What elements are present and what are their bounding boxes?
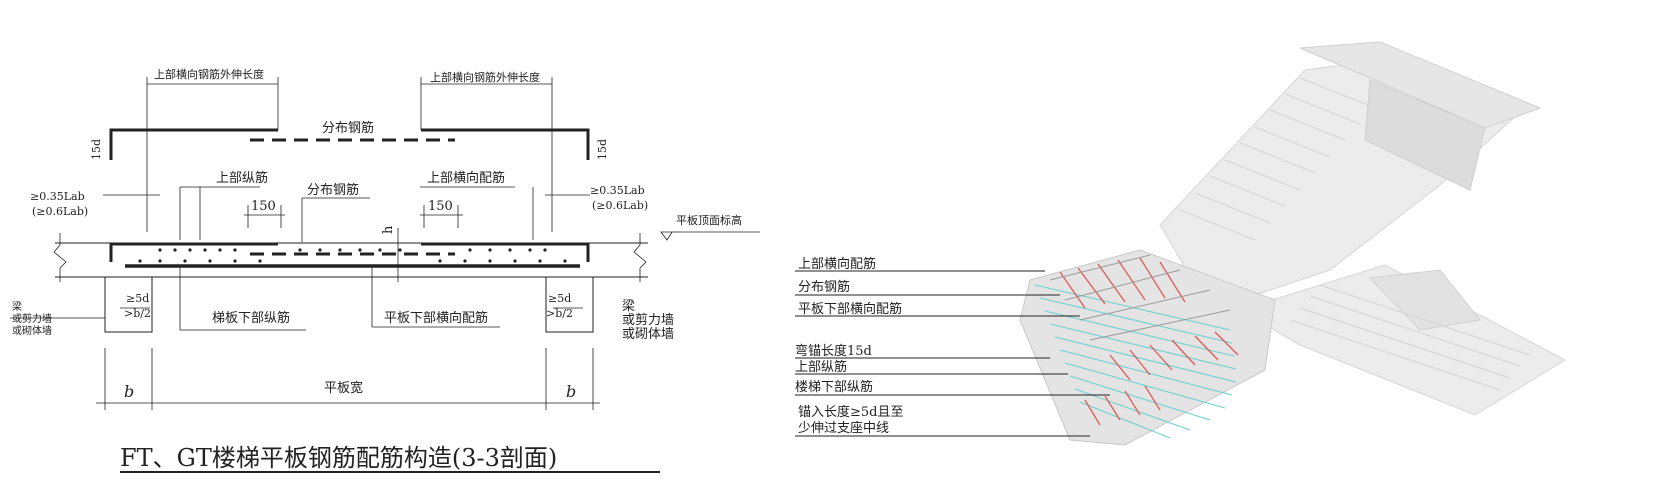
anchor-left-2: >b/2 <box>124 307 151 320</box>
callout-top-long-bar: 上部纵筋 <box>795 359 847 375</box>
hook-left-label: 15d <box>90 139 103 160</box>
width-b-right: b <box>566 382 576 401</box>
dist-bar-top-label: 分布钢筋 <box>322 120 374 136</box>
lab-left-1: ≥0.35Lab <box>30 190 85 203</box>
dist-bar-mid-label: 分布钢筋 <box>307 182 359 198</box>
rebar-dots <box>138 248 567 263</box>
thickness-h-label: h <box>381 225 396 234</box>
callout-dist-bar: 分布钢筋 <box>798 279 850 295</box>
lab-right-2: (≥0.6Lab) <box>592 199 648 212</box>
callout-slab-bottom-trans: 平板下部横向配筋 <box>798 301 902 317</box>
top-ext-right-label: 上部横向钢筋外伸长度 <box>430 70 540 84</box>
diagram-caption: FT、GT楼梯平板钢筋配筋构造(3-3剖面) <box>120 444 557 472</box>
width-b-left: b <box>124 382 134 401</box>
lab-left-2: (≥0.6Lab) <box>32 205 88 218</box>
top-trans-bar-label: 上部横向配筋 <box>427 170 505 186</box>
bottom-long-bar-label: 梯板下部纵筋 <box>212 310 290 326</box>
support-right-3: 或砌体墙 <box>622 327 674 342</box>
slab-top-elev-label: 平板顶面标高 <box>676 213 742 227</box>
slab-width-label: 平板宽 <box>324 380 363 396</box>
support-right-2: 或剪力墙 <box>622 312 674 328</box>
top-ext-left-label: 上部横向钢筋外伸长度 <box>154 67 264 81</box>
hook-right-label: 15d <box>596 139 609 160</box>
stair-3d-model <box>1019 41 1567 446</box>
section-drawing <box>10 77 760 473</box>
dim-150-left: 150 <box>251 199 276 214</box>
anchor-left-1: ≥5d <box>126 292 149 305</box>
dim-150-right: 150 <box>428 199 453 214</box>
callout-anchor-length-2: 少伸过支座中线 <box>798 421 889 436</box>
top-long-bar-label: 上部纵筋 <box>216 170 268 186</box>
callout-stair-bottom-long: 楼梯下部纵筋 <box>795 379 873 395</box>
support-left-3: 或砌体墙 <box>12 324 52 337</box>
support-left-2: 或剪力墙 <box>12 312 52 325</box>
callout-leaders <box>795 270 1110 437</box>
anchor-right-2: >b/2 <box>546 307 573 320</box>
anchor-right-1: ≥5d <box>548 292 571 305</box>
bottom-trans-bar-label: 平板下部横向配筋 <box>384 310 488 326</box>
callout-top-trans-bar: 上部横向配筋 <box>798 256 876 272</box>
support-left-1: 梁 <box>12 300 22 313</box>
support-right-1: 梁 <box>622 299 635 314</box>
lab-right-1: ≥0.35Lab <box>590 184 645 197</box>
callout-bend-anchor-15d: 弯锚长度15d <box>795 343 872 359</box>
callout-anchor-length-1: 锚入长度≥5d且至 <box>798 404 904 420</box>
